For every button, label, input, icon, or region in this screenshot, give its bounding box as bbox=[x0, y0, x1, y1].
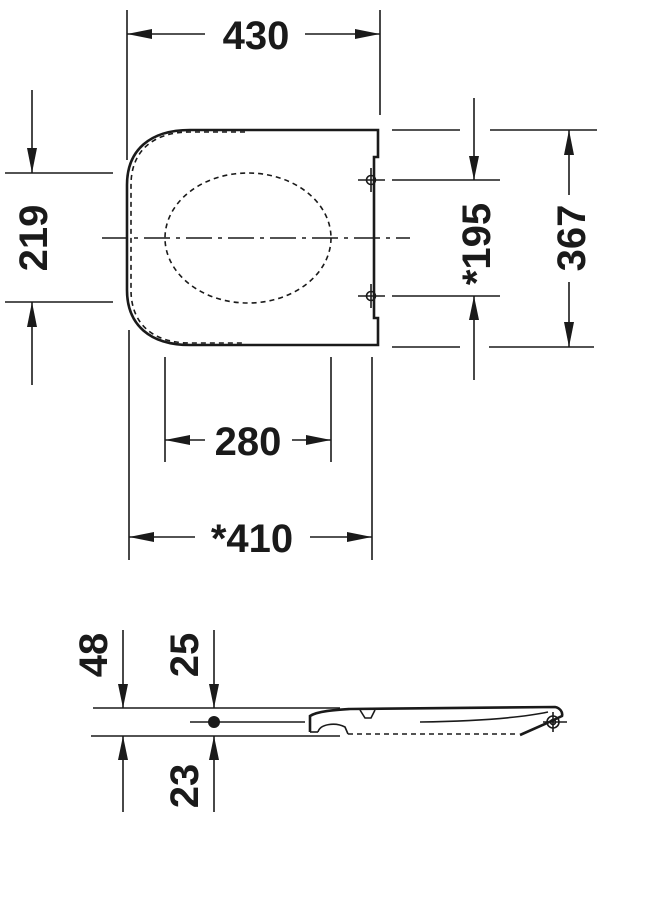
pivot-point bbox=[208, 716, 220, 728]
dim-opening-width: 280 bbox=[164, 357, 332, 464]
dim-fixing-width: *410 bbox=[128, 330, 373, 561]
dim-seat-depth: 219 bbox=[5, 90, 113, 385]
dim-label-48: 48 bbox=[72, 633, 116, 678]
dim-overall-depth: 367 bbox=[392, 129, 597, 348]
dim-label-280: 280 bbox=[215, 420, 282, 464]
side-view: 48 25 23 bbox=[72, 630, 567, 812]
dim-label-25: 25 bbox=[163, 633, 207, 678]
dim-label-23: 23 bbox=[163, 764, 207, 809]
dim-label-219: 219 bbox=[12, 205, 56, 272]
dim-lower-height: 23 bbox=[163, 736, 219, 812]
seat-side-profile bbox=[308, 705, 564, 737]
dim-overall-width: 430 bbox=[126, 10, 381, 160]
seat-bumper bbox=[359, 709, 376, 719]
top-view: 430 219 *195 bbox=[5, 10, 597, 561]
dim-label-410: *410 bbox=[211, 517, 293, 561]
dim-label-195: *195 bbox=[455, 203, 499, 285]
dim-hinge-spacing: *195 bbox=[392, 98, 500, 380]
dim-upper-height: 25 bbox=[163, 630, 219, 708]
dim-label-430: 430 bbox=[223, 14, 290, 58]
lid-line bbox=[419, 711, 549, 723]
dim-total-height: 48 bbox=[72, 630, 128, 812]
dim-label-367: 367 bbox=[550, 205, 594, 272]
seat-front-lip bbox=[317, 723, 349, 735]
seat-outline bbox=[125, 128, 380, 347]
